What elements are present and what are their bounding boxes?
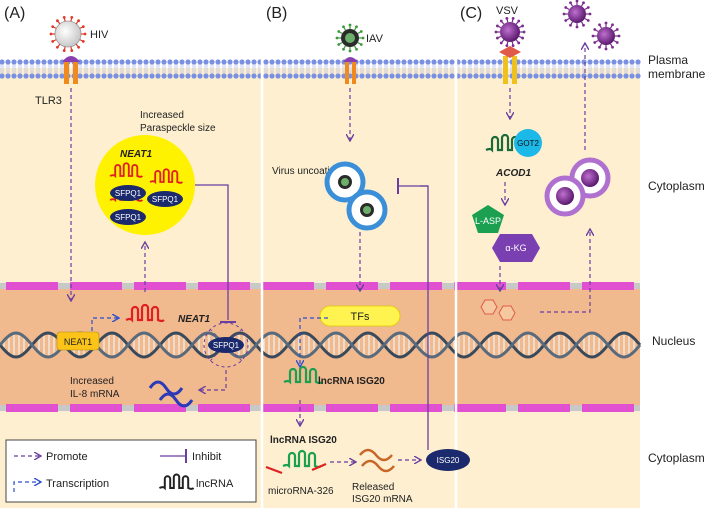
akg-label: α-KG [505,243,526,253]
hiv-label: HIV [90,29,109,41]
sfpq1-label-2: SFPQ1 [152,195,179,204]
sfpq1-label-3: SFPQ1 [115,213,142,222]
sfpq1-cross-2 [209,328,243,362]
sfpq1-protein-1: SFPQ1 [110,185,146,201]
plasma-membrane [0,59,641,79]
vsv-vesicle-2 [544,175,586,217]
neat1-gene-label: NEAT1 [64,337,92,347]
panel-c: VSV GOT2 ACOD1 L-ASP α-KG [472,0,621,321]
legend-lncrna-label: lncRNA [196,478,234,490]
neat1-gene-box [56,331,100,351]
vsv-virus-icon [494,16,526,48]
sfpq1-protein-nucleus: SFPQ1 [208,337,244,353]
transcription-arrow-isg20 [300,317,328,366]
vsv-label: VSV [496,5,519,17]
legend-lncrna-symbol [158,473,195,491]
lasp-metabolite: L-ASP [472,205,504,233]
panel-b: IAV Virus uncoating TFs ln [265,23,470,505]
tlr3-label: TLR3 [35,95,62,107]
released-virus-2 [591,21,621,51]
il8-mrna-2 [158,392,194,408]
legend-transcription-label: Transcription [46,478,109,490]
panel-label-a: (A) [4,5,25,22]
sfpq1-protein-2: SFPQ1 [147,191,183,207]
released-virus-1 [562,0,592,29]
il8-mrna-1 [148,380,184,396]
metabolite-hexagons-nucleus [480,299,516,321]
tlr3-receptor-icon [62,56,80,84]
microrna-bar-1 [265,465,283,475]
microrna-bar-2 [311,462,327,472]
isg20-mrna-2 [361,459,395,473]
isg20-label: ISG20 [437,456,460,465]
arrow-sfpq1-il8 [200,370,227,390]
isg20-protein: ISG20 [426,449,470,471]
virus-uncoating-label: Virus uncoating [272,166,341,177]
tfs-box [319,305,401,327]
arrow-nucleus-vesicles [540,230,590,313]
iav-virus-icon [335,23,365,53]
iav-receptor-icon [343,57,358,84]
inhibit-paraspeckle-sfpq1 [195,184,229,320]
sfpq1-nucleus-label: SFPQ1 [213,341,240,350]
sfpq1-cross-1 [209,328,243,362]
got2-label: GOT2 [517,139,539,148]
tfs-label: TFs [351,311,370,323]
lncrna-isg20-nucleus-label: lncRNA ISG20 [318,376,385,387]
hiv-virus-icon [49,16,87,52]
label-nucleus: Nucleus [652,334,695,348]
nucleus-region [0,288,640,410]
endosome-2 [346,189,388,231]
neat1-cluster-label: NEAT1 [120,149,152,160]
sfpq1-protein-3: SFPQ1 [110,209,146,225]
lncrna-isg20-cytoplasm [282,449,322,469]
legend-promote-label: Promote [46,451,88,463]
vsv-receptor-icon [499,46,521,84]
label-cytoplasm-bottom: Cytoplasm [648,451,705,465]
panel-label-c: (C) [460,5,482,22]
legend-transcription-symbol [13,482,40,492]
endosome-1 [324,161,366,203]
akg-metabolite: α-KG [492,234,540,262]
iav-label: IAV [366,33,384,45]
isg20-mrna-1 [359,448,393,462]
lncrna-isg20-cyto-label: lncRNA ISG20 [270,435,337,446]
got2-protein: GOT2 [514,129,542,157]
lncrna-isg20-nucleus [283,365,323,385]
legend: Promote Inhibit Transcription lncRNA [5,439,257,503]
neat1-nucleus-label: NEAT1 [178,314,210,325]
sfpq1-release-circle [203,322,249,368]
neat1-rna-nucleus [125,303,165,323]
nuclear-envelope [0,282,640,412]
acod1-label: ACOD1 [495,168,531,179]
microrna-label: microRNA-326 [268,486,334,497]
lasp-label: L-ASP [475,216,501,226]
sfpq1-label-1: SFPQ1 [115,189,142,198]
legend-box [5,439,257,503]
panel-label-b: (B) [266,5,287,22]
label-cytoplasm-top: Cytoplasm [648,179,705,193]
transcription-arrow-neat1 [91,318,118,338]
dna-helix [0,331,642,359]
legend-inhibit-label: Inhibit [192,451,221,463]
